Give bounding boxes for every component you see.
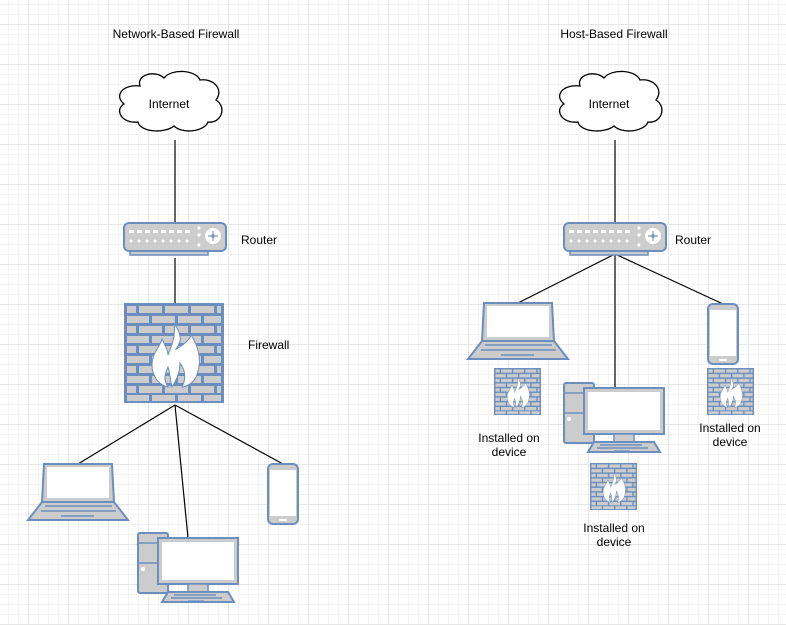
phone-firewall-icon[interactable] xyxy=(706,367,755,416)
desktop-icon[interactable] xyxy=(563,382,665,453)
phone-firewall-label-line1: Installed on xyxy=(699,421,760,435)
router-icon[interactable] xyxy=(123,222,227,256)
network-based-section: Network-Based Firewall Internet Router F… xyxy=(27,27,299,603)
router-label: Router xyxy=(241,233,277,247)
phone-icon[interactable] xyxy=(707,303,739,365)
laptop-firewall-label-line2: device xyxy=(492,445,527,459)
laptop-firewall-icon[interactable] xyxy=(493,367,542,416)
desktop-firewall-label-line2: device xyxy=(597,535,632,549)
firewall-icon[interactable] xyxy=(123,302,225,404)
phone-icon[interactable] xyxy=(267,463,299,525)
firewall-label: Firewall xyxy=(248,338,289,352)
internet-label: Internet xyxy=(149,97,190,111)
network-based-title: Network-Based Firewall xyxy=(113,27,240,41)
laptop-icon[interactable] xyxy=(27,463,129,521)
router-icon[interactable] xyxy=(563,222,667,256)
laptop-icon[interactable] xyxy=(467,302,569,360)
connector-firewall-desktop xyxy=(174,404,189,539)
phone-firewall-label-line2: device xyxy=(713,435,748,449)
internet-label: Internet xyxy=(589,97,630,111)
connector-firewall-laptop xyxy=(77,404,176,465)
laptop-firewall-label-line1: Installed on xyxy=(478,431,539,445)
router-label: Router xyxy=(675,233,711,247)
desktop-icon[interactable] xyxy=(137,532,239,603)
connector-router-laptop xyxy=(517,253,616,304)
connector-router-phone xyxy=(614,253,724,305)
desktop-firewall-label-line1: Installed on xyxy=(583,521,644,535)
host-based-title: Host-Based Firewall xyxy=(560,27,667,41)
connector-firewall-phone xyxy=(174,404,284,465)
host-based-section: Host-Based Firewall Internet Router Inst… xyxy=(467,27,761,549)
desktop-firewall-icon[interactable] xyxy=(589,462,638,511)
